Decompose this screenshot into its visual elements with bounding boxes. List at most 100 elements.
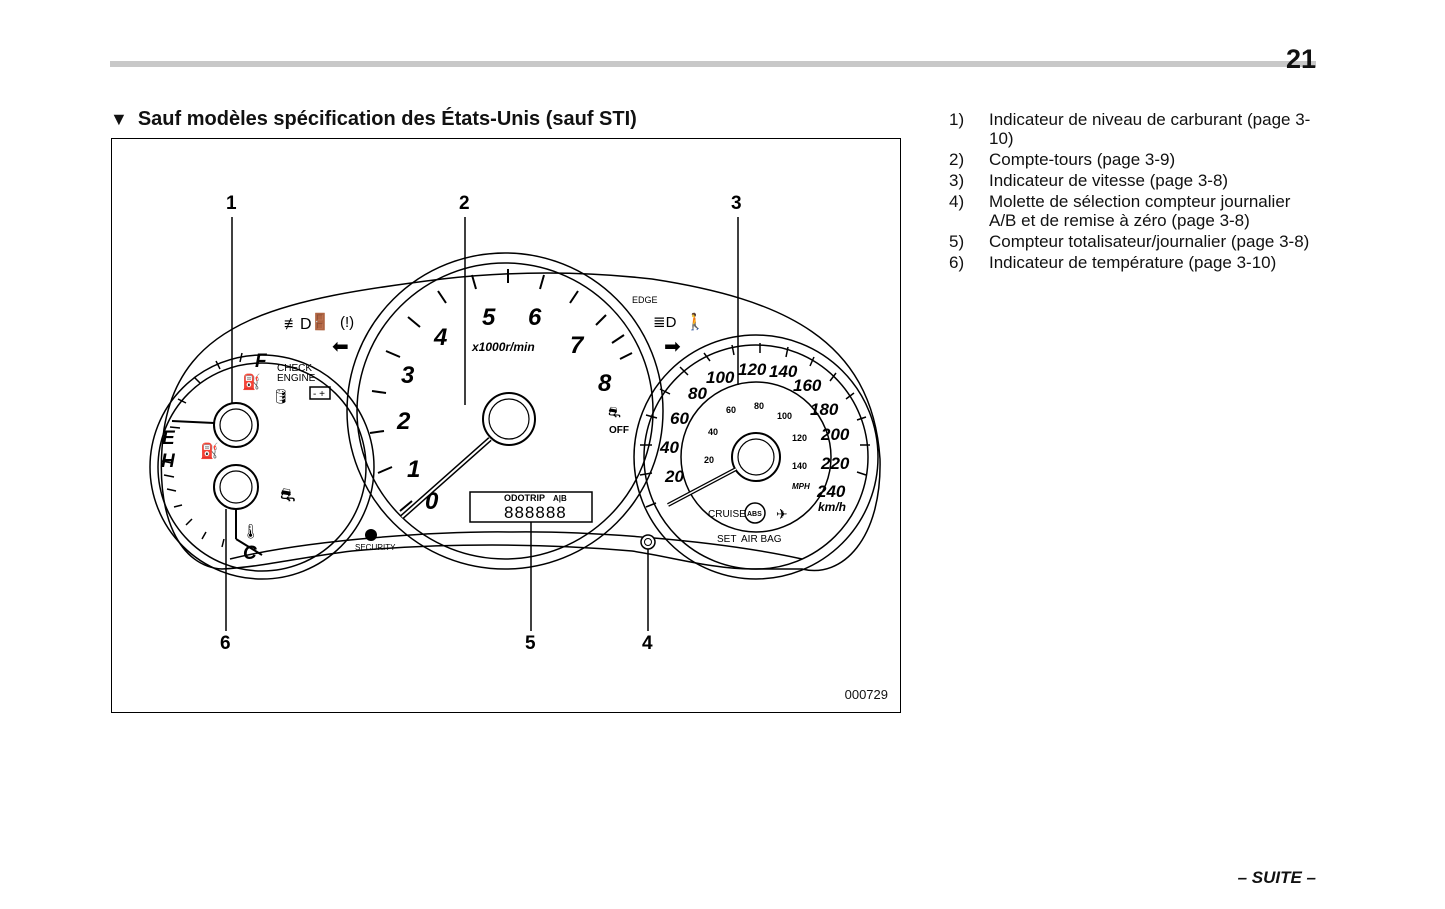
set-label: SET: [717, 534, 736, 545]
instrument-cluster-figure: F E H C ⛽ ⛽ CHECK ENGINE 🛢 - + ⛐ 🌡 SECUR…: [111, 138, 901, 713]
speed-mph-60: 60: [726, 405, 736, 415]
callout-6: 6: [220, 633, 231, 654]
seatbelt-icon: 🚶: [685, 312, 705, 331]
left-turn-signal-icon: ⬅: [332, 336, 349, 358]
legend-item: 1)Indicateur de niveau de carburant (pag…: [949, 110, 1311, 148]
vdc-icon: ⛐: [608, 404, 621, 421]
speed-mph-120: 120: [792, 433, 807, 443]
legend-item: 3)Indicateur de vitesse (page 3-8): [949, 171, 1229, 190]
speedometer-inner: [643, 344, 869, 570]
callout-lines: [225, 217, 739, 631]
left-gauge-inner: [157, 362, 367, 572]
fuel-full-label: F: [255, 351, 268, 372]
legend-item: 5)Compteur totalisateur/journalier (page…: [949, 232, 1310, 251]
callout-4: 4: [642, 633, 653, 654]
fuel-pump-icon: ⛽: [242, 373, 261, 391]
section-title: ▼ Sauf modèles spécification des États-Un…: [110, 108, 637, 131]
abs-warning-icon: [744, 502, 766, 524]
coolant-temp-icon: 🌡: [242, 523, 260, 539]
check-engine-label-2: ENGINE: [277, 373, 316, 384]
battery-icon: [309, 386, 331, 400]
tach-unit-label: x1000r/min: [471, 340, 535, 354]
fuel-scale-ticks: [169, 352, 243, 429]
speed-kmh-240: 240: [816, 482, 846, 501]
callout-1: 1: [226, 193, 237, 214]
tach-label-3: 3: [401, 362, 415, 389]
speed-kmh-220: 220: [820, 454, 850, 473]
tachometer-pivot: [482, 392, 536, 446]
speed-mph-100: 100: [777, 411, 792, 421]
speedometer-pivot: [731, 432, 781, 482]
tach-label-1: 1: [407, 456, 420, 483]
tach-label-6: 6: [528, 304, 542, 331]
speed-kmh-40: 40: [659, 438, 679, 457]
speed-kmh-80: 80: [688, 384, 707, 403]
speed-kmh-100: 100: [706, 368, 735, 387]
callout-3: 3: [731, 193, 742, 214]
odometer-ab-label: A|B: [553, 494, 567, 503]
legend-item: 2)Compte-tours (page 3-9): [949, 150, 1176, 169]
security-label: SECURITY: [355, 543, 396, 552]
speed-kmh-180: 180: [810, 400, 839, 419]
fuel-empty-label: E: [162, 428, 176, 449]
section-triangle-icon: ▼: [110, 109, 128, 129]
tach-label-8: 8: [598, 370, 612, 397]
speedometer-ticks: [639, 343, 870, 508]
tach-label-7: 7: [570, 332, 585, 359]
mph-unit-label: MPH: [792, 482, 810, 491]
speed-kmh-200: 200: [820, 425, 850, 444]
oil-pressure-icon: 🛢: [272, 388, 290, 404]
tach-label-2: 2: [396, 408, 411, 435]
brake-warning-icon: (!): [340, 314, 354, 331]
speed-mph-40: 40: [708, 427, 718, 437]
airbag-label: AIR BAG: [741, 534, 782, 545]
speed-kmh-160: 160: [793, 376, 822, 395]
callout-5: 5: [525, 633, 536, 654]
fog-light-icon: ≢D: [284, 316, 312, 333]
tachometer-ticks: [369, 269, 633, 512]
tach-label-4: 4: [433, 324, 447, 351]
section-title-text: Sauf modèles spécification des États-Uni…: [137, 108, 637, 130]
cluster-shell: [160, 272, 881, 572]
cluster-lower-rim: [229, 531, 803, 560]
legend-list: 1)Indicateur de niveau de carburant (pag…: [949, 110, 1321, 274]
speed-mph-140: 140: [792, 461, 807, 471]
speedometer-outline: [633, 334, 879, 580]
speed-kmh-60: 60: [670, 409, 689, 428]
temp-cold-label: C: [243, 543, 257, 564]
legend-item: 6)Indicateur de température (page 3-10): [949, 253, 1277, 272]
odometer-label: ODOTRIP: [504, 493, 545, 503]
header-rule: [110, 61, 1316, 67]
speed-unit-label: km/h: [818, 500, 846, 514]
traction-control-icon: ⛐: [280, 485, 296, 505]
abs-label: ABS: [747, 511, 762, 518]
door-open-icon: 🚪: [310, 312, 330, 331]
fuel-pump-icon-small: ⛽: [200, 442, 219, 460]
trip-reset-knob: [640, 534, 656, 550]
fuel-gauge-pivot: [213, 402, 259, 448]
page-number: 21: [1285, 44, 1316, 74]
instrument-cluster-drawing: F E H C ⛽ ⛽ CHECK ENGINE 🛢 - + ⛐ 🌡 SECUR…: [149, 193, 881, 654]
figure-code: 000729: [844, 687, 888, 702]
fuel-needle: [171, 420, 215, 424]
tach-label-5: 5: [482, 304, 496, 331]
continued-footer: – SUITE –: [1237, 868, 1316, 887]
srs-airbag-icon: ✈: [776, 506, 788, 522]
speed-kmh-140: 140: [769, 362, 798, 381]
temp-gauge-pivot: [213, 464, 259, 510]
speed-mph-20: 20: [704, 455, 714, 465]
edge-label: EDGE: [632, 295, 658, 305]
vdc-off-label: OFF: [609, 425, 629, 436]
legend-item: 4)Molette de sélection compteur journali…: [949, 192, 1291, 230]
security-indicator-light: [365, 529, 377, 541]
speed-kmh-120: 120: [738, 360, 767, 379]
odometer-digits: 888888: [504, 503, 567, 522]
left-gauge-outline: [149, 354, 375, 580]
temp-scale-ticks: [161, 460, 225, 548]
speed-mph-80: 80: [754, 401, 764, 411]
check-engine-label-1: CHECK: [277, 363, 312, 374]
headlight-icon: ≣D: [653, 314, 677, 331]
speedometer-mph-ring: [680, 381, 832, 533]
tachometer-outline: [346, 252, 664, 570]
right-turn-signal-icon: ➡: [664, 336, 681, 358]
